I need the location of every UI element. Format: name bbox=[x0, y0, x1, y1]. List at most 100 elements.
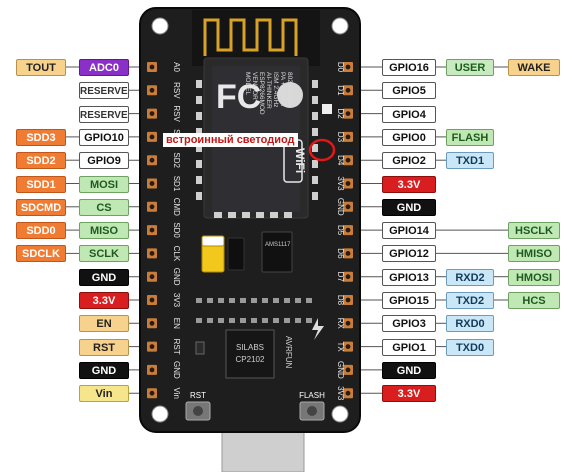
right-primary-2: GPIO4 bbox=[382, 105, 436, 123]
left-pin-0-drill bbox=[149, 64, 155, 70]
left-pin-9-drill bbox=[149, 274, 155, 280]
left-primary-10: 3.3V bbox=[79, 292, 129, 309]
right-func1-12: TXD0 bbox=[446, 338, 494, 356]
board-pad bbox=[295, 298, 301, 303]
board-pad bbox=[240, 318, 246, 323]
left-silk-2: RSV bbox=[172, 105, 181, 122]
right-silk-12: TX bbox=[336, 341, 345, 352]
module-pad bbox=[196, 80, 202, 88]
right-primary-5: 3.3V bbox=[382, 175, 436, 193]
right-silk-8: D6 bbox=[336, 248, 345, 259]
mount-hole-bl bbox=[151, 405, 169, 423]
module-pad bbox=[312, 176, 318, 184]
module-pad bbox=[196, 176, 202, 184]
right-pin-10-drill bbox=[345, 297, 351, 303]
right-pin-12-drill bbox=[345, 344, 351, 349]
module-pad bbox=[312, 80, 318, 88]
left-silk-6: CMD bbox=[172, 198, 181, 216]
right-pin-1-drill bbox=[345, 87, 351, 93]
board-pad bbox=[295, 318, 301, 323]
flash-button-cap[interactable] bbox=[307, 406, 317, 416]
ai-thinker-logo bbox=[277, 82, 303, 108]
mount-hole-tl bbox=[151, 17, 169, 35]
left-primary-13: GND bbox=[79, 361, 129, 379]
right-pin-2-drill bbox=[345, 111, 351, 116]
right-primary-9: GPIO13 bbox=[382, 268, 436, 286]
board-pad bbox=[251, 298, 257, 303]
left-extra-6: SDCMD bbox=[16, 198, 66, 216]
fcc-mark: FC bbox=[216, 78, 261, 116]
right-pin-7-drill bbox=[345, 227, 351, 233]
right-silk-3: D3 bbox=[336, 132, 345, 143]
right-silk-0: D0 bbox=[336, 62, 345, 73]
board-pad bbox=[284, 298, 290, 303]
right-silk-1: D1 bbox=[336, 85, 345, 96]
module-pad-bottom bbox=[270, 212, 278, 218]
left-primary-8: SCLK bbox=[79, 245, 129, 263]
right-silk-10: D8 bbox=[336, 295, 345, 306]
right-pin-4-drill bbox=[345, 157, 351, 163]
module-pads bbox=[196, 80, 318, 218]
vendor-line-2: ESP8266MOD bbox=[258, 72, 265, 115]
module-pad-bottom bbox=[214, 212, 222, 218]
right-func1-11: RXD0 bbox=[446, 315, 494, 333]
board-pad bbox=[251, 318, 257, 323]
left-primary-9: GND bbox=[79, 268, 129, 286]
right-silk-7: D5 bbox=[336, 225, 345, 236]
right-pin-14-drill bbox=[345, 390, 351, 396]
left-extra-4: SDD2 bbox=[16, 152, 66, 170]
module-pad bbox=[196, 96, 202, 104]
right-primary-12: GPIO1 bbox=[382, 338, 436, 356]
right-silk-13: GND bbox=[336, 361, 345, 379]
regulator bbox=[261, 231, 293, 273]
mount-hole-br bbox=[331, 405, 349, 423]
right-silk-5: 3V3 bbox=[336, 176, 345, 191]
board-pad bbox=[218, 298, 224, 303]
right-func1-9: RXD2 bbox=[446, 268, 494, 286]
module-pad bbox=[312, 192, 318, 200]
right-silk-9: D7 bbox=[336, 272, 345, 283]
module-pad bbox=[312, 144, 318, 152]
builtin-led-annotation: встроинный светодиод bbox=[163, 133, 298, 147]
rst-button-cap[interactable] bbox=[193, 406, 203, 416]
vendor-line-0: MODEL bbox=[244, 72, 251, 96]
vendor-line-3: AI-THINKER bbox=[265, 72, 272, 109]
left-silk-4: SD2 bbox=[172, 152, 181, 168]
left-silk-14: Vin bbox=[172, 387, 181, 398]
left-pin-5-drill bbox=[149, 181, 155, 186]
module-pad bbox=[196, 192, 202, 200]
right-func2-0: WAKE bbox=[508, 59, 560, 76]
usb-chip-label-2: CP2102 bbox=[236, 355, 265, 364]
module-pad bbox=[196, 144, 202, 152]
led-highlight-circle bbox=[308, 138, 336, 162]
left-primary-2: RESERVED bbox=[79, 105, 129, 123]
module-pad bbox=[196, 160, 202, 168]
left-primary-4: GPIO9 bbox=[79, 152, 129, 170]
right-primary-4: GPIO2 bbox=[382, 152, 436, 170]
right-primary-6: GND bbox=[382, 198, 436, 216]
rst-button-label: RST bbox=[190, 391, 206, 400]
right-primary-10: GPIO15 bbox=[382, 292, 436, 309]
board-pad bbox=[207, 318, 213, 323]
module-pad-bottom bbox=[228, 212, 236, 218]
right-func2-9: HMOSI bbox=[508, 268, 560, 286]
left-silk-1: RSV bbox=[172, 82, 181, 99]
right-pin-6-drill bbox=[345, 204, 351, 210]
left-pin-2-drill bbox=[149, 111, 155, 116]
left-primary-3: GPIO10 bbox=[79, 128, 129, 146]
lightning-mark bbox=[312, 318, 324, 340]
right-silk-14: 3V3 bbox=[336, 386, 345, 401]
right-header-holes bbox=[343, 62, 353, 399]
board-pad bbox=[273, 318, 279, 323]
module-pad bbox=[312, 128, 318, 136]
brand-label: AVRFUN bbox=[284, 336, 293, 369]
right-silk-6: GND bbox=[336, 198, 345, 216]
left-pin-11-drill bbox=[149, 320, 155, 326]
board-pad bbox=[262, 298, 268, 303]
right-pin-13-drill bbox=[345, 367, 351, 373]
module-pad-bottom bbox=[256, 212, 264, 218]
right-primary-1: GPIO5 bbox=[382, 82, 436, 100]
left-extra-3: SDD3 bbox=[16, 128, 66, 146]
module-pad bbox=[312, 96, 318, 104]
